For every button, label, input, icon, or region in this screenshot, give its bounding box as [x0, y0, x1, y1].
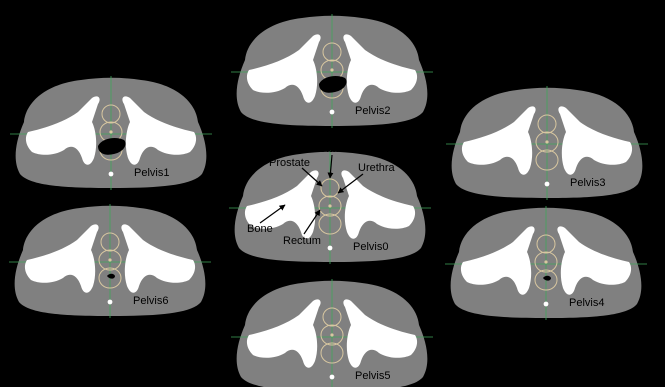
pelvis2-urethra-marker	[330, 68, 333, 71]
pelvis0-reference-dot	[328, 246, 333, 251]
pelvis4-label: Pelvis4	[569, 297, 604, 309]
pelvis0-label: Pelvis0	[353, 241, 388, 253]
pelvis5-urethra-marker	[330, 333, 333, 336]
pelvis4-urethra-marker	[544, 260, 547, 263]
pelvis5-label: Pelvis5	[355, 370, 390, 382]
urethra-annotation-label: Urethra	[358, 162, 396, 174]
pelvis0-urethra-marker	[328, 204, 331, 207]
bone-annotation-label: Bone	[247, 223, 273, 235]
pelvis1-reference-dot	[109, 172, 114, 177]
rectum-annotation-label: Rectum	[283, 235, 321, 247]
pelvis6-reference-dot	[108, 300, 113, 305]
pelvis3-reference-dot	[545, 182, 550, 187]
prostate-annotation-label: Prostate	[269, 157, 310, 169]
pelvis1-urethra-marker	[109, 130, 112, 133]
pelvis2-label: Pelvis2	[355, 105, 390, 117]
pelvis5-reference-dot	[330, 375, 335, 380]
bladder-annotation-label: Bladder	[319, 143, 357, 155]
pelvis4-reference-dot	[544, 302, 549, 307]
pelvis2-reference-dot	[330, 110, 335, 115]
pelvis3-urethra-marker	[545, 140, 548, 143]
pelvis1-label: Pelvis1	[134, 167, 169, 179]
pelvis3-label: Pelvis3	[570, 177, 605, 189]
pelvis6-urethra-marker	[108, 258, 111, 261]
pelvis6-label: Pelvis6	[133, 295, 168, 307]
